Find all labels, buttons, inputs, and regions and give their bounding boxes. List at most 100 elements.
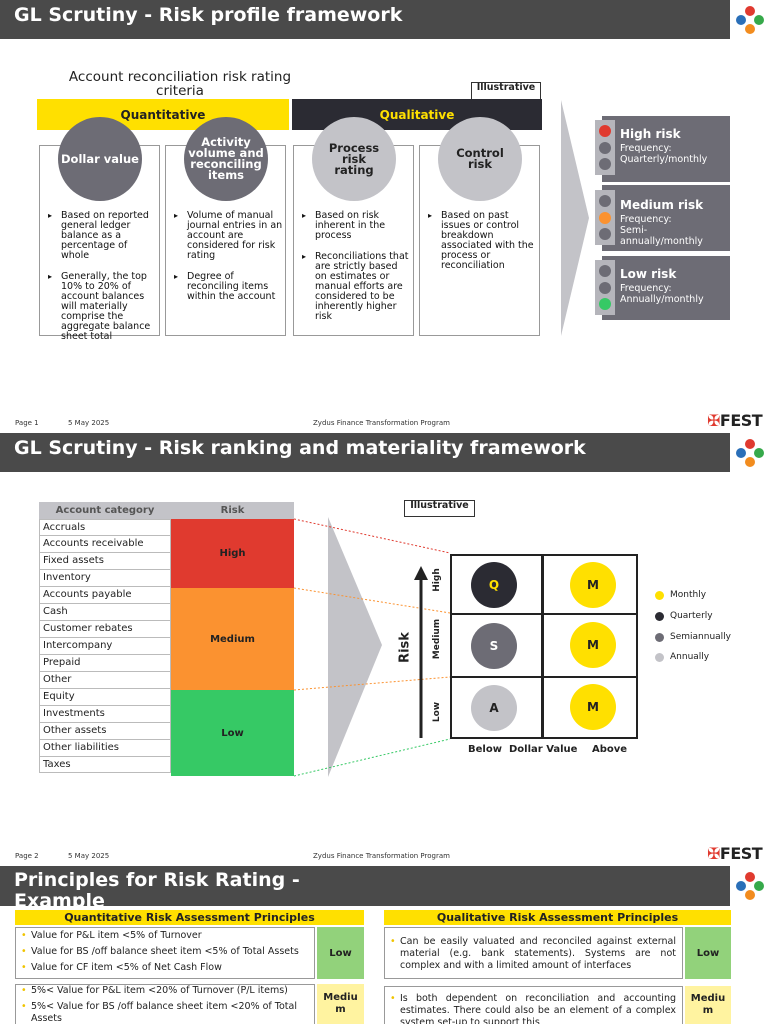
risk-title: High risk [620,127,681,141]
account-row: Accounts receivable [39,536,171,553]
grey-light-icon [599,228,611,240]
qual-principles-header: Qualitative Risk Assessment Principles [384,910,731,925]
traffic-light-medium [595,190,615,245]
risk-level: Medium [210,633,255,645]
matrix-row-label-medium: Medium [432,618,442,660]
criteria-text-control: Based on past issues or control breakdow… [425,211,537,282]
matrix-marker-quarterly: Q [471,562,517,608]
red-light-icon [599,125,611,137]
risk-title: Medium risk [620,198,704,212]
quant-item: Value for CF item <5% of Net Cash Flow [21,962,314,974]
slide1-date: 5 May 2025 [68,419,110,427]
grey-light-icon [599,195,611,207]
amber-light-icon [599,212,611,224]
quant-item: Value for P&L item <5% of Turnover [21,930,314,942]
criteria-circle-dollar: Dollar value [58,117,142,201]
qual-row-medium: Is both dependent on reconciliation and … [384,986,683,1024]
legend-dot-icon [655,632,664,642]
legend-dot-icon [655,652,664,662]
account-row: Other assets [39,723,171,740]
criteria-text-process: Based on risk inherent in the processRec… [299,211,411,333]
traffic-light-high [595,120,615,175]
matrix-y-axis-label: Risk [397,632,413,663]
criteria-text-dollar: Based on reported general ledger balance… [45,211,157,341]
qual-rating-medium: Medium [685,986,731,1024]
rating-label: Medium [690,993,726,1016]
bullet: Based on reported general ledger balance… [48,211,157,261]
grey-light-icon [599,142,611,154]
risk-freq-label: Frequency: [620,283,672,294]
illustrative-label: Illustrative [471,82,541,100]
slide2-page: Page 2 [15,852,39,860]
company-logo-icon [736,6,764,34]
quant-principles-header: Quantitative Risk Assessment Principles [15,910,364,925]
legend-label: Monthly [670,590,707,600]
account-row: Other liabilities [39,740,171,757]
matrix-marker-label: M [587,578,599,592]
fest-mark-icon: ✠ [707,411,720,430]
slide1-subtitle: Account reconciliation risk rating crite… [68,69,292,99]
quant-rating-low: Low [317,927,364,979]
qual-row-low: Can be easily valuated and reconciled ag… [384,927,683,979]
flow-arrow-icon [561,100,589,336]
fest-text: FEST [719,844,763,863]
x-axis-below: Below [468,744,502,755]
risk-box-medium: Medium risk Frequency: Semi-annually/mon… [602,185,730,251]
matrix-marker-label: M [587,638,599,652]
matrix-marker-annually: A [471,685,517,731]
matrix-marker-monthly: M [570,622,616,668]
quant-item: 5%< Value for BS /off balance sheet item… [21,1001,314,1025]
risk-box-high: High risk Frequency: Quarterly/monthly [602,116,730,182]
risk-band-medium: Medium [171,588,294,690]
slide1-title: GL Scrutiny - Risk profile framework [14,4,403,26]
matrix-marker-semiannually: S [471,623,517,669]
fest-logo: ✠FEST [707,411,763,430]
account-row: Intercompany [39,638,171,655]
matrix-row-label-high: High [432,568,442,592]
bullet: Volume of manual journal entries in an a… [174,211,283,261]
bullet: Based on risk inherent in the process [302,211,411,241]
account-row: Customer rebates [39,621,171,638]
legend-label: Quarterly [670,611,713,621]
slide1-program: Zydus Finance Transformation Program [313,419,450,427]
risk-freq-label: Frequency: [620,214,672,225]
quant-row-low: Value for P&L item <5% of Turnover Value… [15,927,315,979]
matrix-marker-monthly: M [570,684,616,730]
matrix-row-label-low: Low [432,701,442,723]
legend-annually: Annually [655,652,709,662]
account-row: Equity [39,689,171,706]
matrix-marker-monthly: M [570,562,616,608]
slide2-title-bar: GL Scrutiny - Risk ranking and materiali… [0,433,730,472]
account-row: Investments [39,706,171,723]
risk-title: Low risk [620,267,677,281]
criteria-name: Dollar value [61,151,139,166]
slide3-title: Principles for Risk Rating - Example [14,869,300,907]
quant-rating-medium: Medium [317,984,364,1024]
legend-label: Semiannually [670,632,731,642]
risk-freq: Semi-annually/monthly [620,225,703,247]
company-logo-icon [736,872,764,900]
risk-box-low: Low risk Frequency: Annually/monthly [602,256,730,320]
criteria-name: Process risk rating [328,140,380,177]
quant-item: 5%< Value for P&L item <20% of Turnover … [21,985,314,997]
risk-band-high: High [171,519,294,588]
risk-band-low: Low [171,690,294,776]
illustrative-label: Illustrative [404,500,475,517]
account-row: Other [39,672,171,689]
risk-level: High [219,548,246,559]
account-row: Taxes [39,757,171,773]
criteria-circle-control: Control risk [438,117,522,201]
account-row: Fixed assets [39,553,171,570]
bullet: Degree of reconciling items within the a… [174,272,283,302]
risk-freq: Annually/monthly [620,294,704,305]
bullet: Based on past issues or control breakdow… [428,211,537,271]
account-row: Prepaid [39,655,171,672]
fest-mark-icon: ✠ [707,844,720,863]
legend-dot-icon [655,590,664,600]
fest-logo: ✠FEST [707,844,763,863]
account-table-header-category: Account category [39,502,171,519]
account-row: Accounts payable [39,587,171,604]
qual-item: Can be easily valuated and reconciled ag… [390,936,682,972]
risk-level: Low [221,727,244,739]
legend-label: Annually [670,652,710,662]
